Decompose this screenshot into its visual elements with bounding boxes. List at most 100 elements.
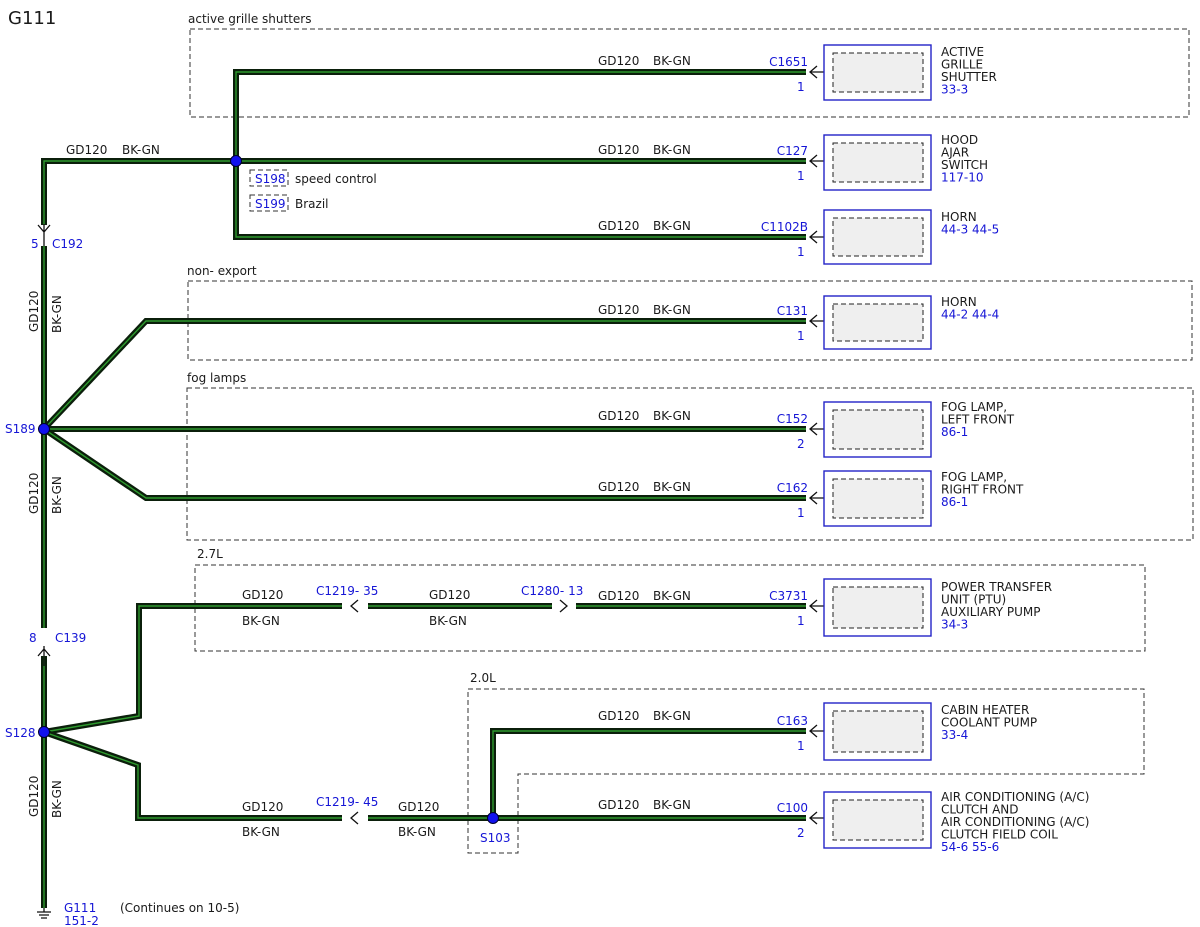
s198-id: S198 bbox=[255, 172, 286, 186]
ground-icon bbox=[37, 908, 51, 919]
group-label-2-7l: 2.7L bbox=[197, 547, 223, 561]
wire-circuit-c162: GD120 bbox=[598, 480, 639, 494]
component-name-c131-0: HORN bbox=[941, 295, 977, 309]
group-label-2-0l: 2.0L bbox=[470, 671, 496, 685]
page-title: G111 bbox=[8, 8, 56, 29]
connector-pin-c100: 2 bbox=[797, 826, 805, 840]
wire-color-c131: BK-GN bbox=[653, 303, 691, 317]
component-name-c162-0: FOG LAMP, bbox=[941, 470, 1007, 484]
component-inner-c100 bbox=[832, 799, 924, 841]
connector-label-c3731: C3731 bbox=[769, 589, 808, 603]
c1280-13-label: C1280- 13 bbox=[521, 584, 583, 598]
s103-left-circuit: GD120 bbox=[242, 800, 283, 814]
group-label-fog-lamps: fog lamps bbox=[187, 371, 246, 385]
wire-harness bbox=[41, 69, 806, 908]
connector-label-c127: C127 bbox=[777, 144, 808, 158]
component-name-c1651-0: ACTIVE bbox=[941, 45, 984, 59]
wire-hood-ajar bbox=[41, 158, 806, 225]
trunk-color-2: BK-GN bbox=[50, 476, 64, 514]
splice-dot-s128 bbox=[38, 726, 50, 738]
component-inner-c127 bbox=[832, 142, 924, 183]
wire-ptu bbox=[43, 603, 806, 735]
group-label-active-grille: active grille shutters bbox=[188, 12, 311, 26]
group-box-2-0l bbox=[467, 688, 1145, 854]
wire-fog-right bbox=[42, 426, 806, 501]
component-inner-c162 bbox=[832, 478, 924, 519]
wire-circuit-c1102b: GD120 bbox=[598, 219, 639, 233]
connector-c139-arrow bbox=[37, 646, 51, 666]
s198-note: speed control bbox=[295, 172, 377, 186]
c139-label: C139 bbox=[55, 631, 86, 645]
wire-color-c100: BK-GN bbox=[653, 798, 691, 812]
connector-pin-c163: 1 bbox=[797, 739, 805, 753]
pin-arrow-c127 bbox=[809, 154, 824, 168]
s103-left-color: BK-GN bbox=[242, 825, 280, 839]
ptu-left-color: BK-GN bbox=[242, 614, 280, 628]
component-inner-c152 bbox=[832, 409, 924, 450]
c1219-45-label: C1219- 45 bbox=[316, 795, 378, 809]
group-box-non-export bbox=[187, 280, 1193, 361]
component-name-c152-1: LEFT FRONT bbox=[941, 413, 1015, 427]
pin-arrow-c131 bbox=[809, 314, 824, 328]
connector-c1219-35-arrow bbox=[350, 599, 359, 613]
component-refs-c162: 86-1 bbox=[941, 495, 968, 509]
s198-box bbox=[249, 169, 289, 187]
component-refs-c1651: 33-3 bbox=[941, 83, 968, 97]
pin-arrow-c100 bbox=[809, 811, 824, 825]
component-name-c163-1: COOLANT PUMP bbox=[941, 716, 1037, 730]
component-name-c1651-2: SHUTTER bbox=[941, 70, 997, 84]
pin-arrow-c152 bbox=[809, 422, 824, 436]
c192-label: C192 bbox=[52, 237, 83, 251]
wire-color-c127: BK-GN bbox=[653, 143, 691, 157]
connector-pin-c152: 2 bbox=[797, 437, 805, 451]
connector-label-c100: C100 bbox=[777, 801, 808, 815]
connector-c192-arrow bbox=[37, 224, 51, 246]
c1219-35-label: C1219- 35 bbox=[316, 584, 378, 598]
wire-color-c3731: BK-GN bbox=[653, 589, 691, 603]
component-name-c3731-0: POWER TRANSFER bbox=[941, 580, 1052, 594]
connector-c1219-45-arrow bbox=[350, 811, 359, 825]
wire-circuit-c3731: GD120 bbox=[598, 589, 639, 603]
component-name-c3731-1: UNIT (PTU) bbox=[941, 593, 1006, 607]
component-name-c3731-2: AUXILIARY PUMP bbox=[941, 605, 1041, 619]
connector-label-c152: C152 bbox=[777, 412, 808, 426]
connector-pin-c3731: 1 bbox=[797, 614, 805, 628]
component-name-c100-1: CLUTCH AND bbox=[941, 803, 1019, 817]
connector-label-c1651: C1651 bbox=[769, 55, 808, 69]
trunk-circuit-2: GD120 bbox=[27, 473, 41, 514]
ptu-mid-circuit: GD120 bbox=[429, 588, 470, 602]
connector-pin-c127: 1 bbox=[797, 169, 805, 183]
group-box-active-grille bbox=[189, 28, 1190, 118]
ptu-mid-color: BK-GN bbox=[429, 614, 467, 628]
wire-circuit-c127: GD120 bbox=[598, 143, 639, 157]
continues-note: (Continues on 10-5) bbox=[120, 901, 239, 915]
pin-arrow-c1651 bbox=[809, 65, 824, 79]
component-name-c162-1: RIGHT FRONT bbox=[941, 483, 1024, 497]
component-inner-c3731 bbox=[832, 586, 924, 629]
trunk-circuit-1: GD120 bbox=[27, 291, 41, 332]
component-inner-c1651 bbox=[832, 52, 924, 93]
component-name-c163-0: CABIN HEATER bbox=[941, 703, 1029, 717]
component-refs-c1102b: 44-3 44-5 bbox=[941, 223, 999, 237]
wire-horn-non-export bbox=[41, 318, 806, 432]
component-refs-c131: 44-2 44-4 bbox=[941, 308, 999, 322]
component-inner-c131 bbox=[832, 303, 924, 342]
s103-mid-color: BK-GN bbox=[398, 825, 436, 839]
s189-label: S189 bbox=[5, 422, 36, 436]
s128-label: S128 bbox=[5, 726, 36, 740]
connector-c1280-13-arrow bbox=[559, 599, 568, 613]
wire-circuit-c1651: GD120 bbox=[598, 54, 639, 68]
wire-s103-feed bbox=[43, 729, 806, 821]
wire-color-c152: BK-GN bbox=[653, 409, 691, 423]
s103-mid-circuit: GD120 bbox=[398, 800, 439, 814]
component-name-c1651-1: GRILLE bbox=[941, 58, 983, 72]
splice-dot-s103 bbox=[487, 812, 499, 824]
component-refs-c127: 117-10 bbox=[941, 171, 984, 185]
component-name-c152-0: FOG LAMP, bbox=[941, 400, 1007, 414]
s199-note: Brazil bbox=[295, 197, 329, 211]
component-refs-c152: 86-1 bbox=[941, 425, 968, 439]
component-name-c100-3: CLUTCH FIELD COIL bbox=[941, 828, 1058, 842]
pin-arrow-c1102b bbox=[809, 230, 824, 244]
